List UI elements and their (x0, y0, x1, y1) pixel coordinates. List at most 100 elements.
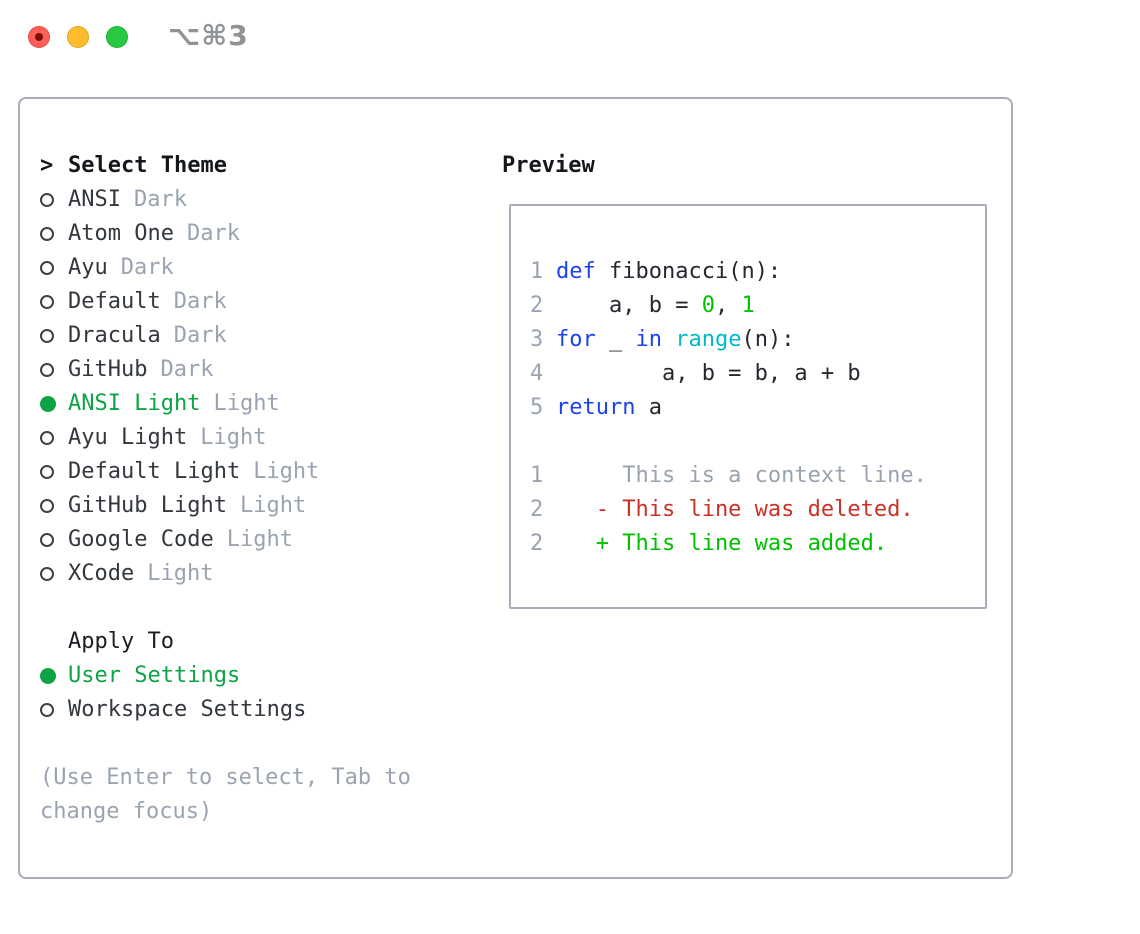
apply-option[interactable]: User Settings (40, 659, 495, 693)
variant-tag: Light (239, 493, 307, 518)
select-theme-title: Select Theme (68, 153, 227, 178)
code-token: def (556, 259, 596, 284)
line-number: 5 (530, 395, 544, 420)
radio-icon (40, 261, 54, 275)
tab-shortcut-label: ⌥⌘3 (168, 19, 249, 52)
radio-icon (40, 329, 54, 343)
radio-icon (40, 567, 54, 581)
bullet-cell (40, 499, 68, 513)
option-label: User Settings (68, 663, 241, 688)
radio-icon (40, 227, 54, 241)
line-number: 2 (530, 293, 544, 318)
code-token: 0 (701, 293, 715, 318)
bullet-cell (40, 193, 68, 207)
bullet-cell (40, 329, 68, 343)
preview-line: 2 a, b = 0, 1 (530, 289, 985, 323)
option-label: GitHub (68, 357, 148, 382)
minimize-button-icon[interactable] (67, 26, 89, 48)
theme-item[interactable]: Ayu Light Light (40, 421, 495, 455)
preview-line: 4 a, b = b, a + b (530, 357, 985, 391)
radio-icon (40, 703, 54, 717)
bullet-cell (40, 703, 68, 717)
code-token (662, 327, 675, 352)
variant-tag: Dark (120, 255, 174, 280)
option-label: Ayu Light (68, 425, 188, 450)
variant-tag: Dark (133, 187, 187, 212)
bullet-cell (40, 363, 68, 377)
bullet-cell (40, 668, 68, 684)
code-token: in (635, 327, 663, 352)
code-token: , (714, 293, 742, 318)
bullet-cell (40, 431, 68, 445)
radio-selected-icon (40, 396, 56, 412)
cursor-chevron-icon: > (40, 153, 54, 178)
line-number: 2 (530, 531, 544, 556)
titlebar: ⌥⌘3 (0, 0, 1140, 70)
bullet-cell (40, 261, 68, 275)
preview-line: 1 This is a context line. (530, 459, 985, 493)
spacer (40, 591, 495, 625)
variant-tag: Dark (173, 289, 227, 314)
code-token: - This line was deleted. (556, 497, 914, 522)
code-token: fibonacci(n): (595, 259, 782, 284)
radio-icon (40, 533, 54, 547)
help-text-line2: change focus) (40, 799, 213, 824)
preview-title: Preview (502, 153, 595, 178)
code-token: (n): (741, 327, 795, 352)
theme-item[interactable]: Ayu Dark (40, 251, 495, 285)
radio-icon (40, 363, 54, 377)
bullet-cell (40, 396, 68, 412)
zoom-button-icon[interactable] (106, 26, 128, 48)
code-token: return (556, 395, 636, 420)
line-number: 4 (530, 361, 544, 386)
line-number: 1 (530, 463, 544, 488)
variant-tag: Light (213, 391, 280, 416)
variant-tag: Dark (173, 323, 227, 348)
select-theme-header: > Select Theme (40, 149, 495, 183)
line-number: 3 (530, 327, 544, 352)
variant-tag: Light (253, 459, 320, 484)
code-token: + This line was added. (556, 531, 888, 556)
diff-preview: 1 This is a context line. 2 - This line w… (530, 459, 985, 561)
apply-to-header: Apply To (68, 629, 174, 654)
close-button-icon[interactable] (28, 26, 50, 48)
theme-item[interactable]: XCode Light (40, 557, 495, 591)
code-token: range (675, 327, 742, 352)
help-text-line1: (Use Enter to select, Tab to (40, 765, 411, 790)
theme-item[interactable]: ANSI Light Light (40, 387, 495, 421)
spacer (40, 727, 495, 761)
option-label: Ayu (68, 255, 108, 280)
preview-line: 2 + This line was added. (530, 527, 985, 561)
code-token: 1 (741, 293, 755, 318)
option-label: Google Code (68, 527, 214, 552)
option-label: XCode (68, 561, 135, 586)
variant-tag: Light (200, 425, 267, 450)
bullet-cell (40, 533, 68, 547)
line-number: 1 (530, 259, 544, 284)
code-token: This is a context line. (556, 463, 927, 488)
option-label: ANSI Light (68, 391, 201, 416)
variant-tag: Light (147, 561, 214, 586)
radio-icon (40, 295, 54, 309)
line-number: 2 (530, 497, 544, 522)
option-label: Atom One (68, 221, 174, 246)
radio-icon (40, 499, 54, 513)
apply-option[interactable]: Workspace Settings (40, 693, 495, 727)
